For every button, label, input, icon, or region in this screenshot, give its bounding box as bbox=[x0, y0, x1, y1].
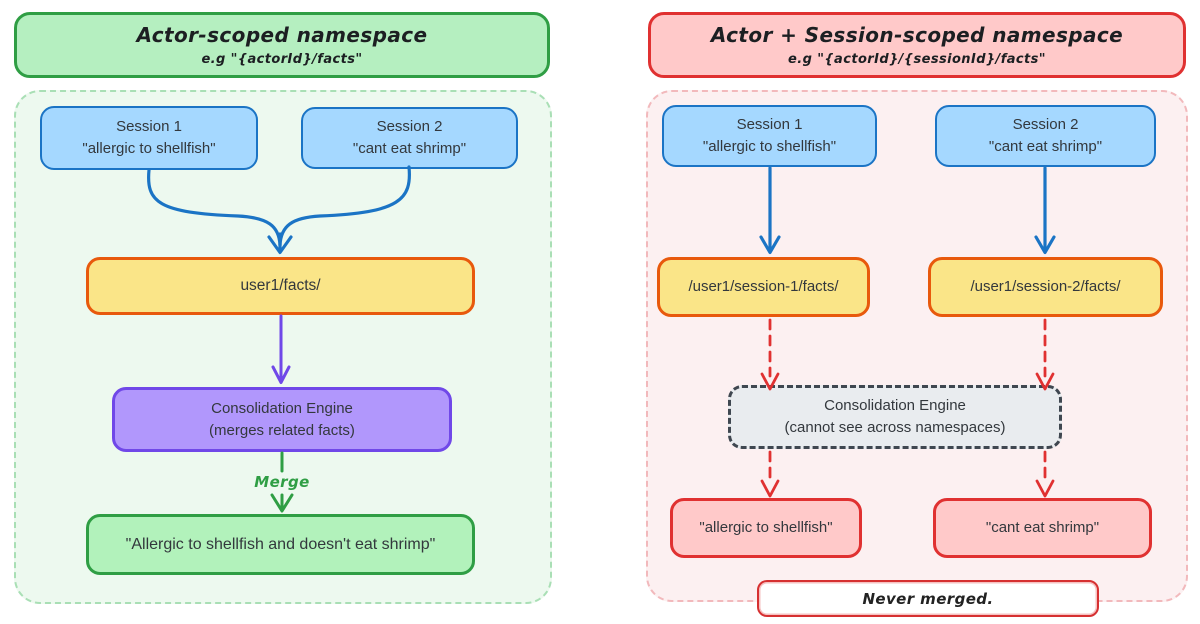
right-engine-title: Consolidation Engine bbox=[824, 397, 966, 415]
right-session-1-node: Session 1 "allergic to shellfish" bbox=[662, 105, 877, 167]
right-session-2-title: Session 2 bbox=[1012, 116, 1079, 134]
right-header-title: Actor + Session-scoped namespace bbox=[710, 23, 1124, 47]
right-result-2-text: "cant eat shrimp" bbox=[985, 519, 1100, 537]
left-namespace-label: user1/facts/ bbox=[240, 276, 321, 294]
left-session-2-fact: "cant eat shrimp" bbox=[352, 140, 467, 157]
merge-arrow-label: Merge bbox=[254, 473, 310, 491]
right-namespace-1-node: /user1/session-1/facts/ bbox=[657, 257, 870, 317]
right-session-1-title: Session 1 bbox=[736, 116, 803, 134]
right-result-1-node: "allergic to shellfish" bbox=[670, 498, 862, 558]
left-consolidation-engine-node: Consolidation Engine (merges related fac… bbox=[112, 387, 452, 452]
right-session-1-fact: "allergic to shellfish" bbox=[702, 138, 837, 155]
right-session-2-node: Session 2 "cant eat shrimp" bbox=[935, 105, 1156, 167]
right-header-subtitle: e.g "{actorId}/{sessionId}/facts" bbox=[788, 52, 1046, 67]
right-engine-subtitle: (cannot see across namespaces) bbox=[784, 419, 1006, 436]
left-session-2-node: Session 2 "cant eat shrimp" bbox=[301, 107, 518, 169]
right-consolidation-engine-node: Consolidation Engine (cannot see across … bbox=[728, 385, 1062, 449]
right-namespace-1-label: /user1/session-1/facts/ bbox=[688, 278, 839, 296]
right-namespace-2-node: /user1/session-2/facts/ bbox=[928, 257, 1163, 317]
left-session-2-title: Session 2 bbox=[376, 118, 443, 136]
left-namespace-node: user1/facts/ bbox=[86, 257, 475, 315]
right-result-2-node: "cant eat shrimp" bbox=[933, 498, 1152, 558]
left-merged-result-text: "Allergic to shellfish and doesn't eat s… bbox=[125, 535, 436, 553]
left-engine-subtitle: (merges related facts) bbox=[209, 421, 355, 439]
never-merged-banner: Never merged. bbox=[757, 580, 1099, 617]
left-header-title: Actor-scoped namespace bbox=[136, 23, 428, 47]
left-engine-title: Consolidation Engine bbox=[211, 399, 353, 417]
right-result-1-text: "allergic to shellfish" bbox=[699, 519, 833, 537]
left-session-1-node: Session 1 "allergic to shellfish" bbox=[40, 106, 258, 170]
left-merged-result-node: "Allergic to shellfish and doesn't eat s… bbox=[86, 514, 475, 575]
left-header-subtitle: e.g "{actorId}/facts" bbox=[201, 52, 363, 67]
left-session-1-fact: "allergic to shellfish" bbox=[82, 140, 216, 157]
left-header: Actor-scoped namespace e.g "{actorId}/fa… bbox=[14, 12, 550, 78]
left-session-1-title: Session 1 bbox=[116, 118, 182, 136]
right-header: Actor + Session-scoped namespace e.g "{a… bbox=[648, 12, 1186, 78]
right-namespace-2-label: /user1/session-2/facts/ bbox=[970, 278, 1121, 296]
right-session-2-fact: "cant eat shrimp" bbox=[988, 138, 1103, 155]
